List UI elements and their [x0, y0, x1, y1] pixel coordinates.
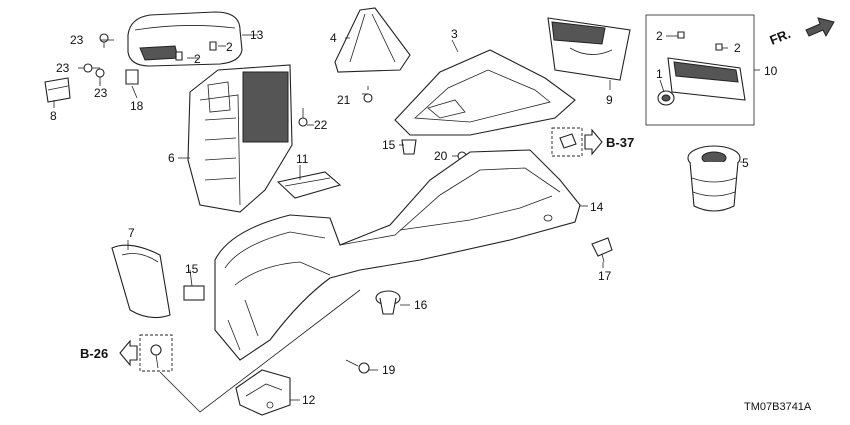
bolt-b26[interactable]: [150, 344, 162, 369]
callout-18: 18: [130, 99, 144, 113]
callout-20: 20: [434, 149, 448, 163]
tray-10[interactable]: [667, 57, 746, 101]
front-label: FR.: [768, 26, 793, 48]
callout-7: 7: [128, 226, 135, 240]
bolt-19[interactable]: [345, 359, 370, 374]
callout-14: 14: [590, 200, 604, 214]
clip-2d[interactable]: [715, 43, 723, 51]
ref-b26: B-26: [80, 346, 108, 361]
clip-2a[interactable]: [175, 51, 183, 61]
callout-15a: 15: [185, 262, 199, 276]
cup-insert-5[interactable]: [687, 145, 741, 212]
bracket-12[interactable]: [235, 369, 291, 416]
ref-b37: B-37: [606, 135, 634, 150]
callout-23c: 23: [94, 86, 108, 100]
arrow-b37: [584, 128, 603, 156]
callout-10: 10: [764, 64, 778, 78]
front-arrow: [805, 17, 835, 38]
b26-box: [139, 334, 173, 372]
clip-18[interactable]: [125, 69, 139, 85]
bracket-8[interactable]: [44, 77, 71, 103]
main-console[interactable]: [214, 149, 581, 361]
leader-lines: [53, 34, 760, 413]
clip-17[interactable]: [591, 237, 613, 263]
screw-23b[interactable]: [83, 63, 100, 73]
callout-11: 11: [296, 152, 309, 166]
clip-2c[interactable]: [677, 31, 685, 39]
cup-holder-9[interactable]: [547, 17, 631, 81]
clip-15b[interactable]: [401, 139, 417, 155]
b37-box: [551, 127, 583, 157]
arrow-b26: [119, 339, 138, 367]
callout-2d: 2: [734, 41, 741, 55]
callout-2c: 2: [656, 29, 663, 43]
callout-23b: 23: [56, 61, 70, 75]
screw-23a[interactable]: [99, 33, 109, 48]
drawing-code: TM07B3741A: [744, 401, 812, 413]
callout-16: 16: [414, 298, 428, 312]
callout-6: 6: [168, 151, 175, 165]
callout-12: 12: [302, 393, 316, 407]
callout-8: 8: [50, 109, 57, 123]
screw-23c[interactable]: [95, 68, 105, 84]
clip-15a[interactable]: [183, 285, 205, 301]
callout-15b: 15: [382, 138, 396, 152]
callout-17: 17: [598, 269, 612, 283]
screw-22[interactable]: [298, 108, 308, 127]
console-box[interactable]: [187, 64, 293, 213]
clip-b37[interactable]: [559, 133, 577, 149]
callout-2b: 2: [226, 40, 233, 54]
callout-13: 13: [250, 28, 264, 42]
callout-4: 4: [330, 31, 337, 45]
socket-1[interactable]: [657, 90, 675, 106]
grommet-16[interactable]: [375, 290, 401, 315]
center-panel[interactable]: [394, 49, 576, 136]
callout-3: 3: [451, 27, 458, 41]
side-cover-7[interactable]: [111, 244, 171, 319]
callout-19: 19: [382, 363, 396, 377]
callout-2a: 2: [194, 52, 201, 66]
callout-9: 9: [606, 93, 613, 107]
armrest-lid[interactable]: [127, 11, 243, 67]
callout-1: 1: [656, 67, 663, 81]
callout-21: 21: [337, 93, 351, 107]
panel-11[interactable]: [276, 171, 342, 199]
callout-5: 5: [742, 156, 749, 170]
callout-22: 22: [314, 118, 328, 132]
screw-21[interactable]: [363, 86, 373, 103]
clip-2b[interactable]: [209, 41, 217, 51]
callout-23a: 23: [70, 33, 84, 47]
shift-boot[interactable]: [334, 7, 411, 73]
